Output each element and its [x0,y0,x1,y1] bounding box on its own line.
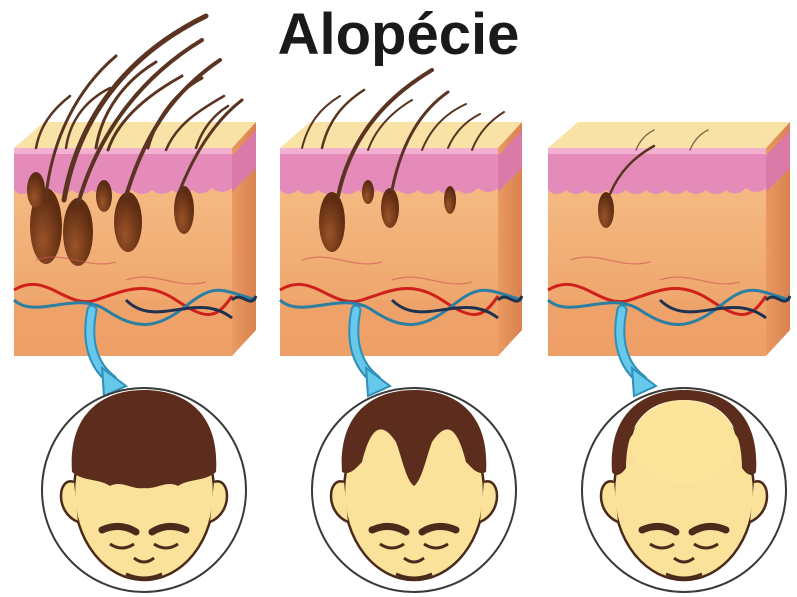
stage-2-head [312,388,516,592]
stage-1-head [42,388,246,592]
stage-3-skin [548,122,790,356]
stage-2-skin [280,70,522,356]
stage-3-head [582,388,786,592]
follicle-group [598,192,614,228]
bald-scalp [632,400,736,484]
stage-1-skin [14,16,256,356]
